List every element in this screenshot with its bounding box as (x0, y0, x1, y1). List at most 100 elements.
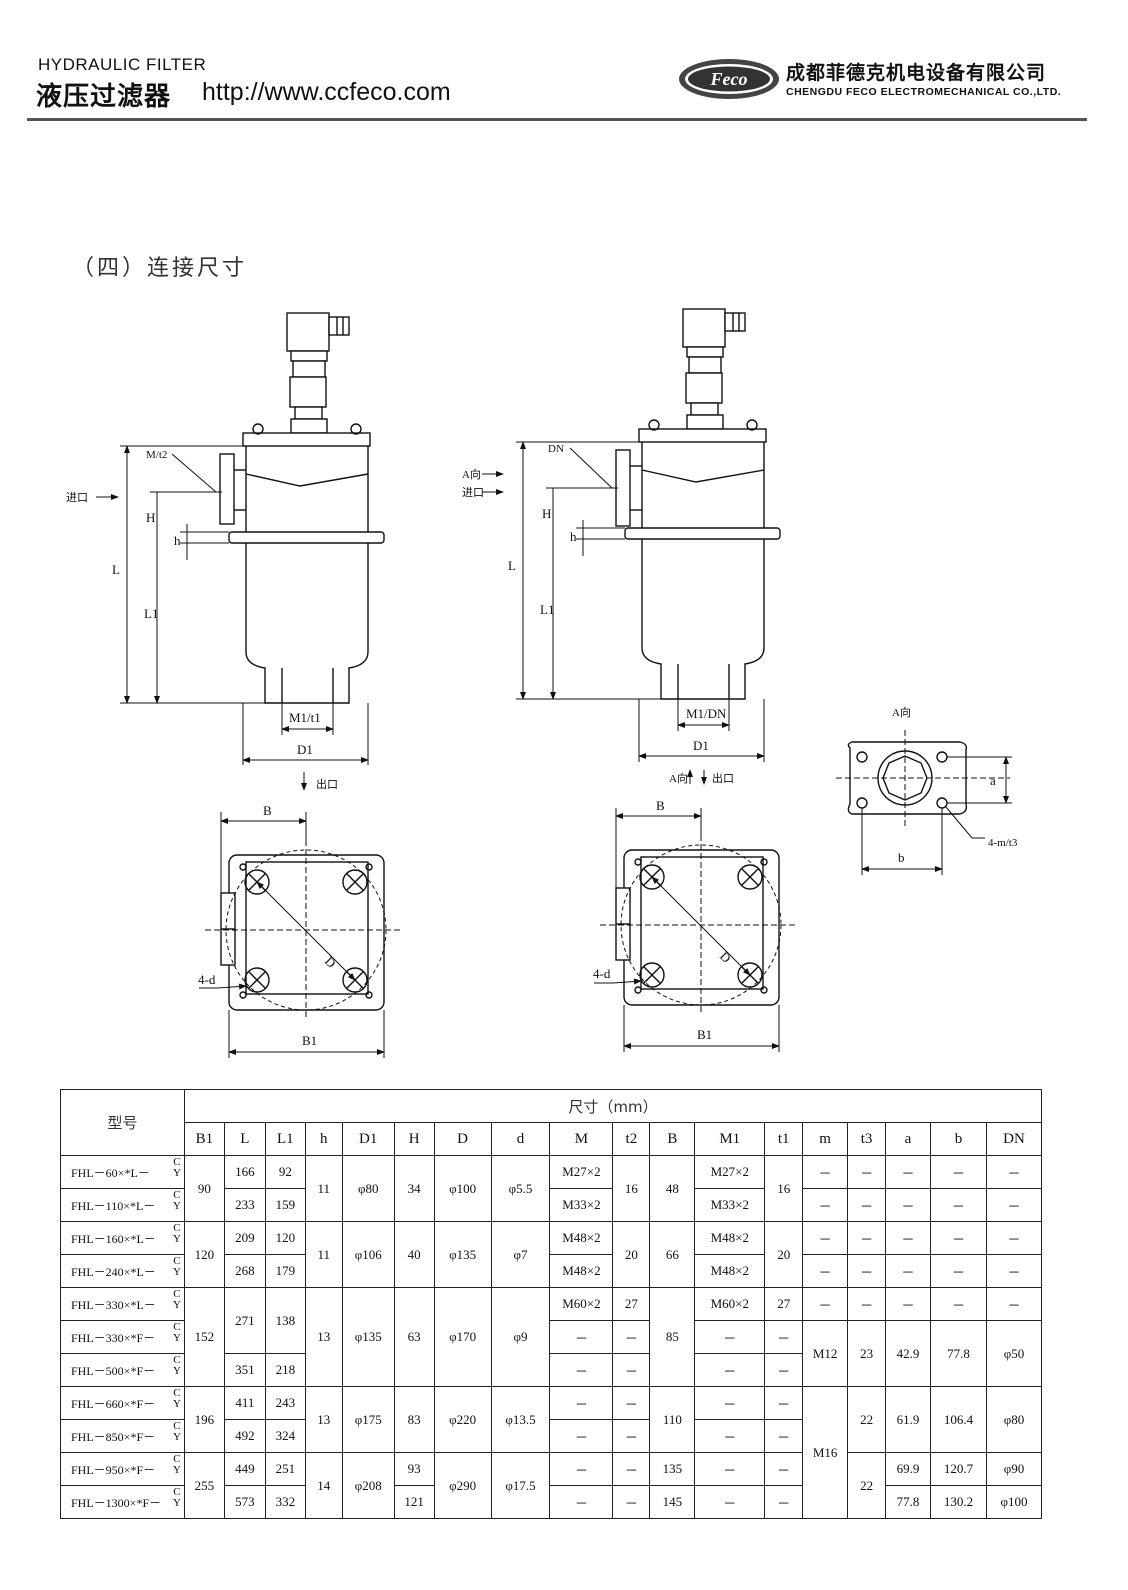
label-inlet-f: 进口 (462, 486, 484, 499)
label-B-f: B (656, 798, 665, 813)
col-header: D1 (341, 1122, 395, 1156)
table-cell: φ135 (341, 1287, 395, 1387)
table-cell: 48 (649, 1155, 696, 1222)
table-cell: 145 (649, 1485, 696, 1519)
table-cell: φ80 (985, 1386, 1043, 1453)
label-L-f: L (508, 558, 516, 573)
table-cell: M48×2 (694, 1221, 766, 1255)
table-cell: M48×2 (549, 1221, 614, 1255)
company-name-cn: 成都菲德克机电设备有限公司 (786, 62, 1047, 84)
table-cell: － (847, 1287, 887, 1321)
table-cell: 324 (264, 1419, 306, 1453)
table-cell: － (929, 1155, 987, 1189)
header-url[interactable]: http://www.ccfeco.com (202, 78, 451, 106)
table-cell: φ5.5 (490, 1155, 551, 1222)
col-header: b (929, 1122, 987, 1156)
table-cell: 130.2 (929, 1485, 987, 1519)
table-cell: 159 (264, 1188, 306, 1222)
table-cell: － (847, 1188, 887, 1222)
table-cell: 66 (649, 1221, 696, 1288)
table-cell: 77.8 (885, 1485, 931, 1519)
table-cell: － (985, 1221, 1043, 1255)
dimension-header: 尺寸（mm） (183, 1089, 1043, 1123)
label-m1-t1: M1/t1 (289, 710, 321, 725)
col-header: B1 (183, 1122, 225, 1156)
table-cell: 255 (183, 1452, 225, 1519)
label-B: B (263, 803, 272, 818)
table-cell: － (612, 1485, 651, 1519)
label-a-view: A向 (892, 705, 911, 719)
table-cell: 449 (223, 1452, 266, 1486)
table-cell: 152 (183, 1287, 225, 1387)
table-cell: － (985, 1155, 1043, 1189)
table-cell: － (929, 1287, 987, 1321)
col-header: L1 (264, 1122, 306, 1156)
table-cell: M48×2 (694, 1254, 766, 1288)
label-4-d: 4-d (198, 972, 216, 987)
company-name-en: CHENGDU FECO ELECTROMECHANICAL CO.,LTD. (786, 86, 1062, 98)
table-cell: － (694, 1485, 766, 1519)
header-title-cn: 液压过滤器 (36, 82, 172, 112)
table-cell: 77.8 (929, 1320, 987, 1387)
table-cell: 85 (649, 1287, 696, 1387)
elevation-view-L (219, 312, 385, 704)
table-cell: － (802, 1254, 849, 1288)
table-cell: 63 (393, 1287, 435, 1387)
table-cell: 209 (223, 1221, 266, 1255)
label-B1-f: B1 (697, 1027, 712, 1042)
label-D-f: D (717, 949, 734, 966)
table-cell: M60×2 (549, 1287, 614, 1321)
table-cell: M27×2 (694, 1155, 766, 1189)
header-rule (27, 118, 1087, 121)
a-view-dimensions (836, 730, 1012, 875)
label-outlet: 出口 (316, 777, 338, 791)
table-cell: 93 (393, 1452, 435, 1486)
table-cell: φ80 (341, 1155, 395, 1222)
table-cell: 573 (223, 1485, 266, 1519)
table-cell: 179 (264, 1254, 306, 1288)
label-inlet: 进口 (66, 491, 88, 504)
table-cell: 251 (264, 1452, 306, 1486)
table-cell: M48×2 (549, 1254, 614, 1288)
table-cell: － (929, 1254, 987, 1288)
table-cell: － (694, 1320, 766, 1354)
table-cell: － (885, 1155, 931, 1189)
table-cell: M60×2 (694, 1287, 766, 1321)
table-cell: 69.9 (885, 1452, 931, 1486)
plan-view-F-dimensions (594, 808, 795, 1052)
table-cell: － (764, 1485, 804, 1519)
col-header: L (223, 1122, 266, 1156)
table-cell: 40 (393, 1221, 435, 1288)
table-cell: － (549, 1386, 614, 1420)
table-cell: － (549, 1320, 614, 1354)
plan-view-L-dimensions (199, 812, 400, 1058)
label-m-t2: M/t2 (146, 449, 167, 461)
table-cell: － (985, 1188, 1043, 1222)
table-cell: M12 (802, 1320, 849, 1387)
table-cell: 121 (393, 1485, 435, 1519)
table-cell: 34 (393, 1155, 435, 1222)
label-D: D (322, 954, 339, 971)
table-cell: － (549, 1353, 614, 1387)
col-header: DN (985, 1122, 1043, 1156)
table-cell: φ90 (985, 1452, 1043, 1486)
label-b: b (898, 850, 905, 865)
table-cell: φ9 (490, 1287, 551, 1387)
table-cell: 492 (223, 1419, 266, 1453)
col-header: H (393, 1122, 435, 1156)
table-cell: － (929, 1221, 987, 1255)
table-cell: 233 (223, 1188, 266, 1222)
